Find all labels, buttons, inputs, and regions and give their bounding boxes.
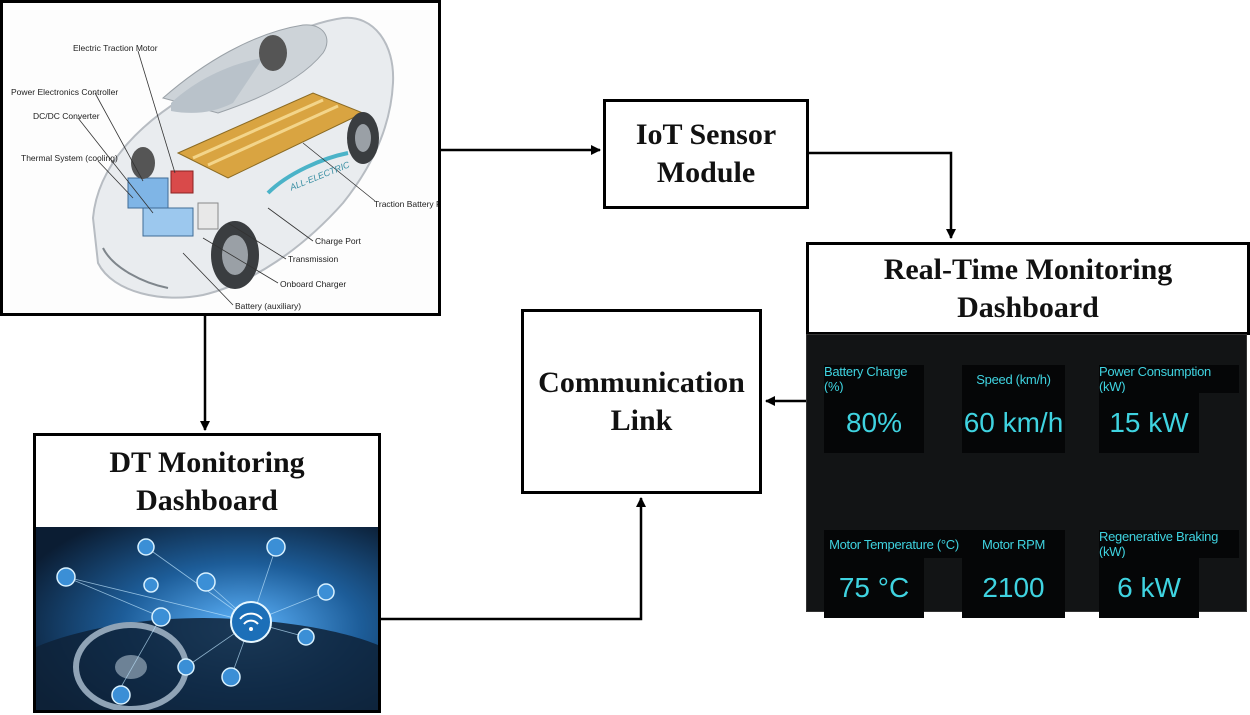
ev-car-illustration — [3, 3, 438, 313]
iot-title-line1: IoT Sensor — [635, 118, 777, 151]
arrow-iot-to-realtime — [809, 151, 956, 239]
communication-link-box: Communication Link — [521, 309, 762, 494]
realtime-dashboard-title-box: Real-Time Monitoring Dashboard — [806, 242, 1250, 335]
ev-cutaway-image: Electric Traction Motor Power Electronic… — [0, 0, 441, 316]
dt-title-line1: DT Monitoring — [109, 446, 305, 479]
ev-label-transmission: Transmission — [288, 254, 339, 264]
arrow-dt-to-comm — [381, 497, 646, 621]
metric-power-value: 15 kW — [1099, 393, 1199, 453]
comm-title-line1: Communication — [538, 365, 745, 399]
metric-battery-charge-label: Battery Charge (%) — [824, 364, 924, 394]
car-interior-illustration — [36, 527, 378, 710]
metric-regen-braking-label: Regenerative Braking (kW) — [1099, 529, 1239, 559]
iot-title-line2: Module — [656, 156, 756, 189]
realtime-title-line1: Real-Time Monitoring — [883, 252, 1173, 286]
metric-motor-rpm-value: 2100 — [962, 558, 1065, 618]
metric-speed-label: Speed (km/h) — [962, 365, 1065, 393]
metric-motor-rpm-label: Motor RPM — [962, 530, 1065, 558]
ev-label-pec: Power Electronics Controller — [11, 87, 119, 97]
ev-label-thermal: Thermal System (cooling) — [21, 153, 118, 163]
ev-label-charge-port: Charge Port — [315, 236, 361, 246]
metric-motor-temp-value: 75 °C — [824, 558, 924, 618]
ev-label-battery-pack: Traction Battery Pack — [374, 199, 438, 209]
dt-dashboard-title-box: DT Monitoring Dashboard — [33, 433, 381, 528]
ev-label-motor: Electric Traction Motor — [73, 43, 158, 53]
metric-battery-charge-value: 80% — [824, 393, 924, 453]
ev-label-dcdc: DC/DC Converter — [33, 111, 100, 121]
realtime-title-line2: Dashboard — [957, 290, 1099, 324]
metric-motor-temp-label: Motor Temperature (°C) — [824, 530, 964, 558]
dt-dashboard-image — [33, 527, 381, 713]
metric-power-label: Power Consumption (kW) — [1099, 364, 1239, 394]
ev-label-aux-battery: Battery (auxiliary) — [235, 301, 302, 311]
dt-title-line2: Dashboard — [136, 484, 278, 517]
comm-title-line2: Link — [610, 403, 673, 437]
realtime-dashboard-panel: Battery Charge (%) 80% Speed (km/h) 60 k… — [806, 334, 1247, 618]
iot-sensor-module-box: IoT Sensor Module — [603, 99, 809, 209]
metric-speed-value: 60 km/h — [962, 393, 1065, 453]
metric-regen-braking-value: 6 kW — [1099, 558, 1199, 618]
ev-label-onboard-charger: Onboard Charger — [280, 279, 347, 289]
